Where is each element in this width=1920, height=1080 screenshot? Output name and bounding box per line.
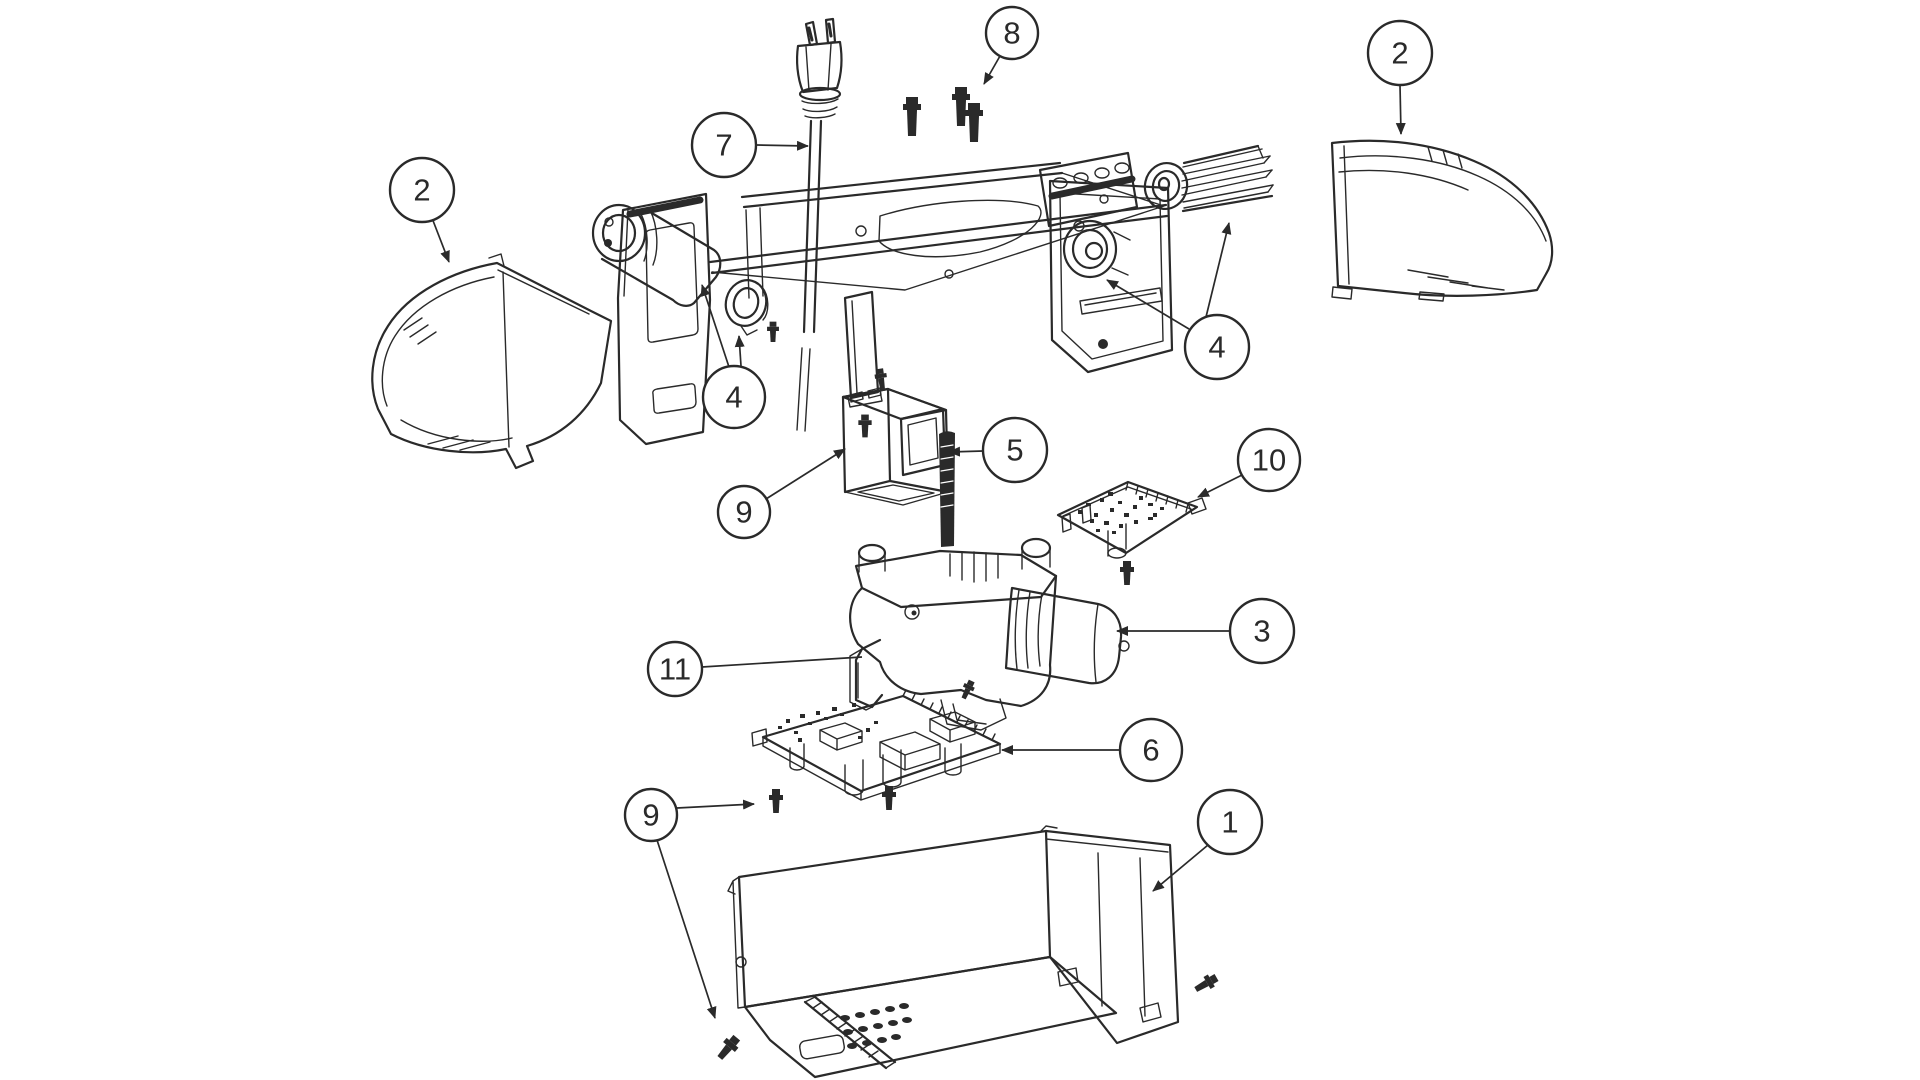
callout-label: 11 bbox=[659, 652, 691, 687]
callout-label: 1 bbox=[1221, 805, 1238, 840]
part-motor bbox=[1004, 586, 1130, 685]
callout-label: 9 bbox=[735, 495, 752, 530]
part-wall-console-board bbox=[1056, 480, 1207, 587]
part-chassis-frame bbox=[616, 151, 1174, 446]
callout-2-left: 2 bbox=[388, 156, 456, 263]
callout-3: 3 bbox=[1116, 597, 1296, 665]
callout-8: 8 bbox=[983, 5, 1040, 85]
part-gearbox bbox=[849, 431, 1058, 731]
callout-6: 6 bbox=[1001, 717, 1184, 783]
callout-label: 7 bbox=[715, 128, 732, 163]
callout-7: 7 bbox=[690, 111, 809, 179]
callout-label: 4 bbox=[1208, 330, 1225, 365]
callout-9-top: 9 bbox=[716, 448, 846, 540]
callout-11: 11 bbox=[646, 640, 863, 698]
part-left-end-cap bbox=[371, 253, 613, 470]
callout-label: 8 bbox=[1003, 16, 1020, 51]
part-main-board bbox=[751, 677, 1002, 801]
callout-5: 5 bbox=[948, 416, 1049, 484]
callout-10: 10 bbox=[1197, 427, 1302, 498]
callout-1: 1 bbox=[1152, 788, 1264, 892]
callout-4-left: 4 bbox=[700, 284, 767, 430]
part-bottom-cover bbox=[727, 825, 1180, 1079]
part-lock-ring bbox=[724, 279, 769, 336]
callout-label: 2 bbox=[1391, 36, 1408, 71]
callouts-layer: 2 7 8 2 4 4 bbox=[388, 5, 1434, 1019]
board-speckles bbox=[778, 703, 878, 742]
callout-label: 10 bbox=[1252, 443, 1286, 478]
callout-label: 6 bbox=[1142, 733, 1159, 768]
board-speckles bbox=[1078, 492, 1164, 534]
callout-label: 3 bbox=[1253, 614, 1270, 649]
callout-4-right: 4 bbox=[1106, 222, 1251, 381]
callout-label: 9 bbox=[642, 798, 659, 833]
part-mounting-bolts bbox=[901, 85, 985, 144]
callout-9-bottom: 9 bbox=[623, 787, 755, 1019]
callout-label: 2 bbox=[413, 173, 430, 208]
part-right-end-cap bbox=[1330, 139, 1554, 302]
callout-label: 5 bbox=[1006, 433, 1023, 468]
part-capacitor bbox=[591, 203, 722, 307]
callout-2-right: 2 bbox=[1366, 19, 1434, 135]
callout-label: 4 bbox=[725, 380, 742, 415]
part-power-cord bbox=[795, 17, 843, 432]
part-finned-coupler bbox=[1143, 144, 1274, 213]
